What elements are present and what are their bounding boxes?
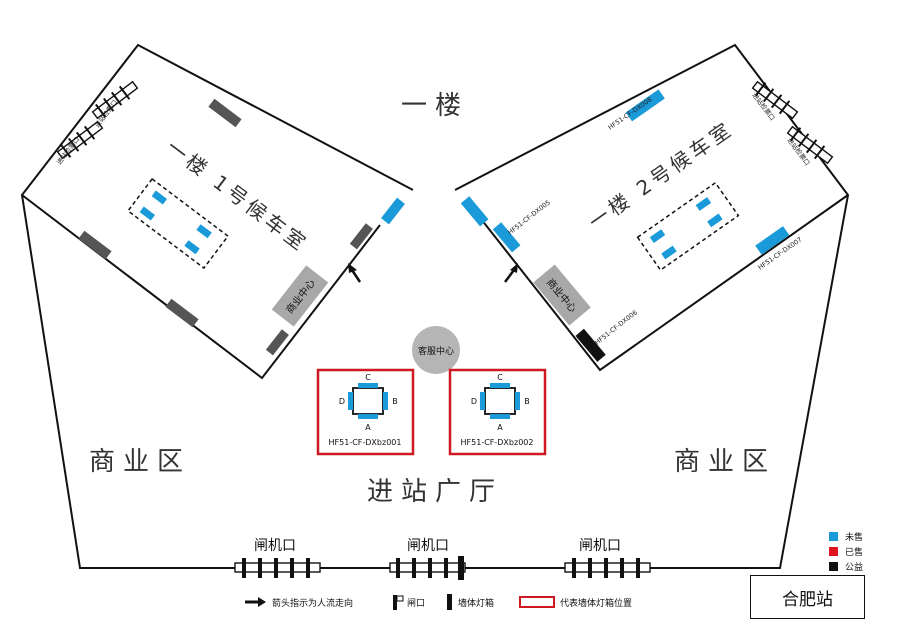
floor-title: 一楼 bbox=[401, 91, 469, 121]
left-seat-ad-1 bbox=[151, 190, 168, 205]
left-seat-ad-4 bbox=[184, 240, 200, 255]
status-legend: 未售 已售 公益 bbox=[829, 531, 863, 573]
right-seat-ad-2 bbox=[661, 245, 677, 260]
kiosk2-face-d: D bbox=[471, 397, 477, 406]
building-outline bbox=[20, 43, 414, 569]
wall-box-dx007 bbox=[755, 226, 790, 255]
label-dx006: HF51-CF-DX006 bbox=[593, 308, 639, 346]
legend-swatch-public bbox=[829, 562, 838, 571]
legend-swatch-unsold bbox=[829, 532, 838, 541]
kiosk1-face-d: D bbox=[339, 397, 345, 406]
kiosk1-id: HF51-CF-DXbz001 bbox=[329, 438, 402, 447]
right-seat-ad-3 bbox=[695, 197, 712, 211]
building-outline-right bbox=[454, 43, 850, 569]
kiosk-bz001: C D B A HF51-CF-DXbz001 bbox=[316, 368, 415, 456]
gate-label-1: 闸机口 bbox=[254, 538, 296, 554]
legend-frame-label: 代表墙体灯箱位置 bbox=[560, 597, 632, 609]
left-seat-ad-2 bbox=[139, 206, 156, 221]
legend-public-label: 公益 bbox=[845, 561, 863, 573]
left-room-wall bbox=[21, 194, 381, 380]
flow-arrow-right bbox=[504, 263, 518, 283]
business-center-left bbox=[271, 265, 329, 327]
label-dx005: HF51-CF-DX005 bbox=[506, 198, 552, 236]
right-seating-area bbox=[636, 181, 740, 272]
right-seat-ad-1 bbox=[649, 229, 666, 244]
wall-box-dx008 bbox=[625, 89, 665, 122]
wall-box-left-2 bbox=[78, 230, 112, 260]
kiosk-bz002: C D B A HF51-CF-DXbz002 bbox=[448, 368, 547, 456]
legend-swatch-sold bbox=[829, 547, 838, 556]
kiosk2-id: HF51-CF-DXbz002 bbox=[461, 438, 534, 447]
wall-box-left-4 bbox=[265, 329, 289, 356]
entrance-gate-left bbox=[56, 120, 104, 160]
legend-gate: 闸口 bbox=[393, 595, 425, 610]
kiosk2-face-b: B bbox=[524, 397, 530, 406]
legend-sold-label: 已售 bbox=[845, 546, 863, 558]
wall-box-left-1 bbox=[208, 98, 242, 128]
legend-wall-box-label: 墙体灯箱 bbox=[458, 597, 494, 609]
kiosk1-face-b: B bbox=[392, 397, 398, 406]
entrance-gate-left-2 bbox=[91, 80, 139, 120]
wall-box-dx006 bbox=[575, 328, 606, 362]
wall-box-dx005a bbox=[460, 196, 489, 227]
customer-service-label: 客服中心 bbox=[418, 345, 454, 357]
kiosk2-face-c: C bbox=[497, 373, 503, 382]
legend-frame: 代表墙体灯箱位置 bbox=[519, 596, 632, 609]
gate-label-2: 闸机口 bbox=[407, 538, 449, 554]
wall-box-left-3 bbox=[165, 298, 199, 328]
kiosk2-face-a: A bbox=[497, 423, 503, 432]
right-room-wall bbox=[469, 194, 849, 372]
label-dx008: HF51-CF-DX008 bbox=[607, 95, 654, 131]
hall-label: 进站广厅 bbox=[367, 477, 503, 507]
wall-box-left-6 bbox=[381, 197, 405, 225]
ticket-gate-2 bbox=[389, 556, 466, 580]
customer-service bbox=[412, 326, 460, 374]
ticket-gate-1 bbox=[234, 558, 321, 578]
left-room-label: 一楼 1号候车室 bbox=[162, 135, 313, 257]
legend-unsold-label: 未售 bbox=[845, 531, 863, 543]
right-seat-ad-4 bbox=[707, 213, 723, 228]
kiosk1-face-c: C bbox=[365, 373, 371, 382]
legend-wall-box: 墙体灯箱 bbox=[447, 594, 494, 610]
left-seating-area bbox=[126, 177, 230, 270]
legend-arrow-label: 箭头指示为人流走向 bbox=[272, 597, 353, 609]
ticket-gate-3 bbox=[564, 558, 651, 578]
flow-arrow-left bbox=[348, 263, 362, 283]
kiosk1-face-a: A bbox=[365, 423, 371, 432]
commercial-right: 商业区 bbox=[674, 447, 776, 477]
legend-gate-label: 闸口 bbox=[407, 598, 425, 609]
wall-box-left-5 bbox=[349, 223, 373, 250]
wall-box-dx005 bbox=[492, 222, 521, 253]
entrance-gate-right-2 bbox=[786, 125, 834, 165]
legend-arrow: 箭头指示为人流走向 bbox=[245, 597, 353, 609]
commercial-left: 商业区 bbox=[89, 447, 191, 477]
business-center-right bbox=[533, 264, 591, 326]
gate-label-3: 闸机口 bbox=[579, 538, 621, 554]
left-seat-ad-3 bbox=[196, 224, 212, 239]
entrance-gate-right bbox=[751, 80, 799, 120]
station-name: 合肥站 bbox=[750, 575, 865, 619]
